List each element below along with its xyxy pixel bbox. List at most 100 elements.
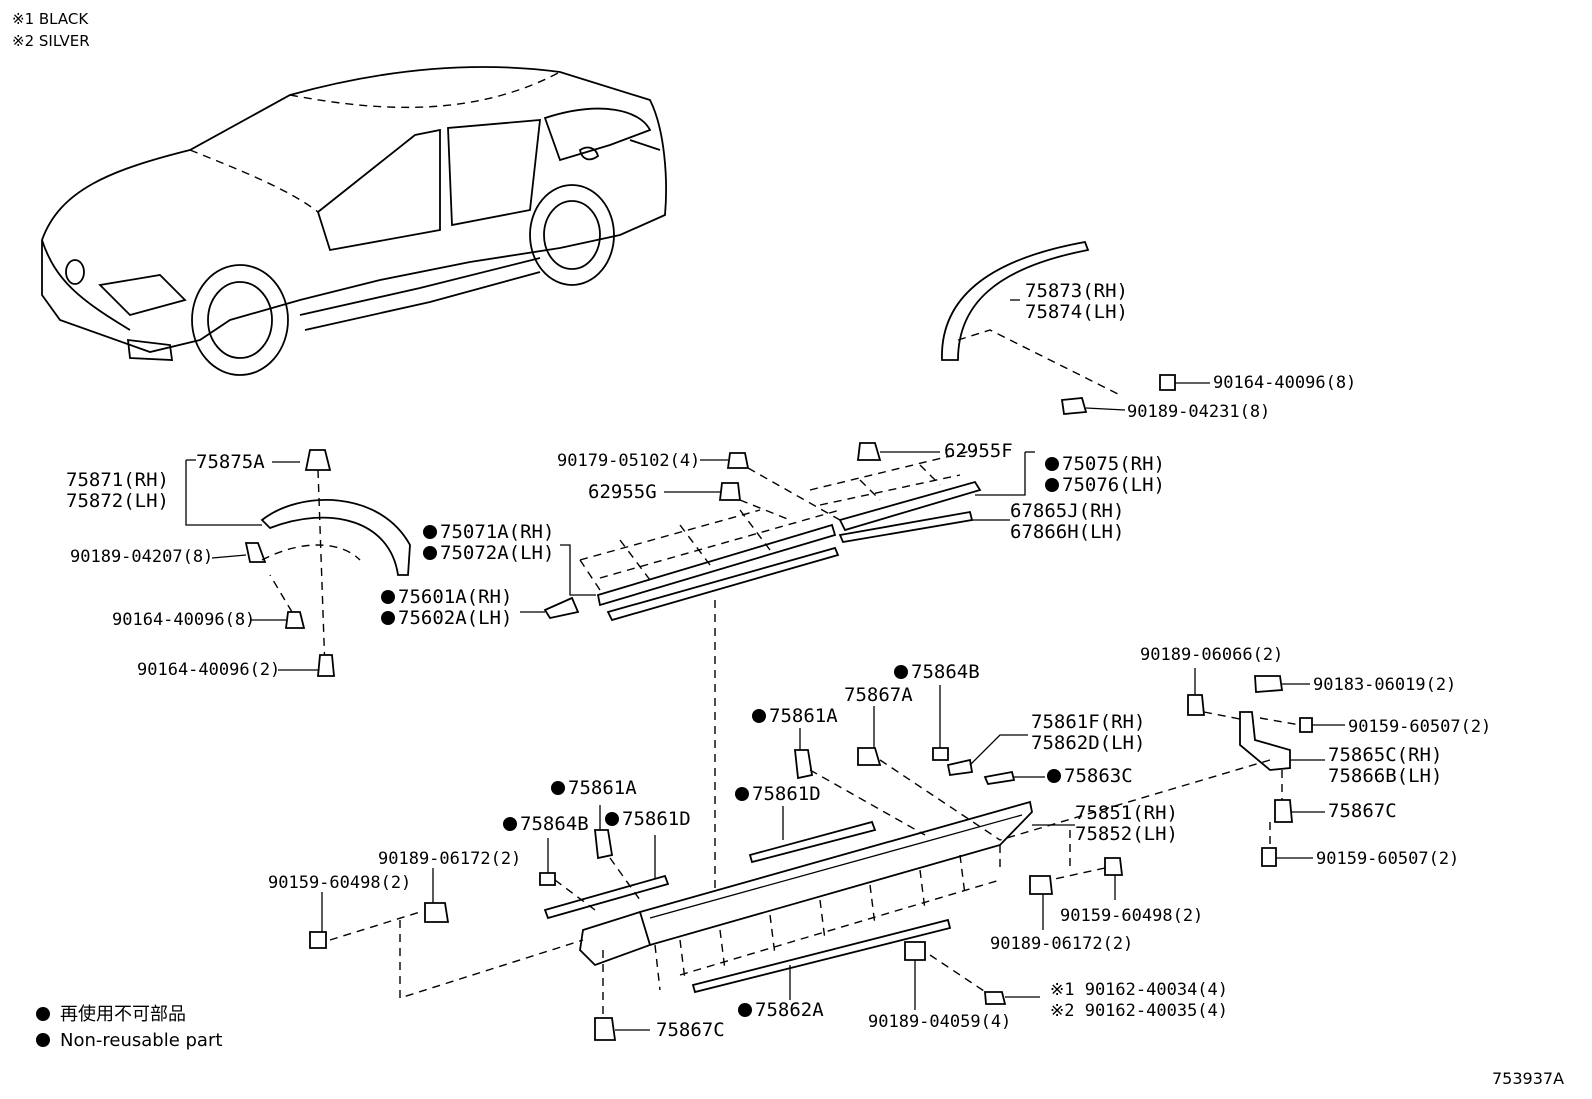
legend-dot [36, 1033, 50, 1047]
non-reusable-dot [1047, 769, 1061, 783]
label-75601a: 75601A(RH) [381, 587, 512, 608]
label-75076: 75076(LH) [1045, 475, 1165, 496]
label-75861a-left-text: 75861A [568, 777, 637, 799]
label-90189-04059: 90189-04059(4) [868, 1012, 1012, 1032]
label-75602a: 75602A(LH) [381, 608, 512, 629]
legend-jp-text: 再使用不可部品 [60, 1004, 186, 1025]
label-90159-60498-left: 90159-60498(2) [268, 873, 412, 893]
clip-90189-04207 [244, 542, 267, 563]
non-reusable-dot [752, 709, 766, 723]
clip-62955f [856, 442, 882, 461]
legend-item-en: Non-reusable part [36, 1030, 222, 1052]
clip-90189-06066 [1187, 694, 1205, 716]
clip-75867c-right [1274, 799, 1293, 823]
non-reusable-dot [381, 590, 395, 604]
label-75862a: 75862A [738, 1000, 824, 1021]
label-75861d-left-text: 75861D [622, 808, 691, 830]
molding-75861d-left [543, 874, 670, 920]
label-90162-40035: ※2 90162-40035(4) [1050, 1001, 1229, 1021]
clip-62955g [718, 482, 742, 501]
screw-90164-top [1159, 374, 1176, 391]
label-90189-06066: 90189-06066(2) [1140, 645, 1284, 665]
clip-75863c [983, 770, 1016, 785]
label-75601a-text: 75601A(RH) [398, 586, 513, 608]
non-reusable-dot [605, 812, 619, 826]
label-90189-06172-left: 90189-06172(2) [378, 849, 522, 869]
label-75871: 75871(RH) [66, 469, 169, 491]
bolt-90159-60498-left [309, 931, 327, 949]
label-75862a-text: 75862A [755, 999, 824, 1021]
upper-molding-rear [838, 480, 982, 544]
label-75861a-top-text: 75861A [769, 705, 838, 727]
label-90189-06172-right: 90189-06172(2) [990, 934, 1134, 954]
label-75071a-text: 75071A(RH) [440, 521, 555, 543]
bracket-75865c [1239, 711, 1291, 771]
clip-90189-06172-right [1029, 875, 1054, 895]
non-reusable-dot [894, 665, 908, 679]
clip-75867a [857, 747, 882, 766]
label-75863c: 75863C [1047, 766, 1133, 787]
label-75872: 75872(LH) [66, 490, 169, 512]
bolt-90159-60507-a [1299, 717, 1313, 733]
non-reusable-dot [738, 1003, 752, 1017]
label-67865j: 67865J(RH) [1010, 500, 1125, 522]
label-90159-60507-b: 90159-60507(2) [1316, 849, 1460, 869]
note-silver: ※2 SILVER [12, 32, 90, 50]
nut-90183 [1254, 675, 1284, 693]
label-75071a: 75071A(RH) [423, 522, 554, 543]
label-75864b-left: 75864B [503, 814, 589, 835]
non-reusable-dot [423, 546, 437, 560]
clip-90189-04231 [1060, 397, 1088, 415]
label-90189-04207: 90189-04207(8) [70, 547, 214, 567]
clip-75867c-bottom [594, 1017, 617, 1041]
label-90162-40034: ※1 90162-40034(4) [1050, 980, 1229, 1000]
legend-item-jp: 再使用不可部品 [36, 1004, 186, 1026]
label-90183-06019: 90183-06019(2) [1313, 675, 1457, 695]
clip-90179 [726, 452, 750, 469]
label-90159-60507-a: 90159-60507(2) [1348, 717, 1492, 737]
car-illustration [41, 66, 667, 376]
label-75861d-left: 75861D [605, 809, 691, 830]
non-reusable-dot [503, 817, 517, 831]
non-reusable-dot [423, 525, 437, 539]
label-75864b-left-text: 75864B [520, 813, 589, 835]
legend-dot [36, 1007, 50, 1021]
label-75861d-mid-text: 75861D [752, 783, 821, 805]
label-75861a-left: 75861A [551, 778, 637, 799]
label-75602a-text: 75602A(LH) [398, 607, 513, 629]
label-75852: 75852(LH) [1075, 823, 1178, 845]
label-75875a: 75875A [196, 451, 265, 473]
label-75867c-bottom: 75867C [656, 1019, 725, 1041]
non-reusable-dot [735, 787, 749, 801]
legend-en-text: Non-reusable part [60, 1030, 223, 1051]
label-67866h: 67866H(LH) [1010, 521, 1125, 543]
non-reusable-dot [1045, 478, 1059, 492]
screw-90164-2 [317, 654, 335, 677]
front-arch-molding [260, 499, 411, 576]
clip-75861f [946, 758, 974, 777]
label-75851: 75851(RH) [1075, 802, 1178, 824]
bolt-90159-60498-right [1104, 857, 1124, 876]
label-75863c-text: 75863C [1064, 765, 1133, 787]
non-reusable-dot [381, 611, 395, 625]
label-75076-text: 75076(LH) [1062, 474, 1165, 496]
label-75867c-right: 75867C [1328, 800, 1397, 822]
diagram-id: 753937A [1492, 1069, 1565, 1088]
label-90189-04231: 90189-04231(8) [1127, 402, 1271, 422]
note-black: ※1 BLACK [12, 10, 89, 28]
label-75075-text: 75075(RH) [1062, 453, 1165, 475]
label-90179-05102: 90179-05102(4) [557, 451, 701, 471]
upper-molding-front [596, 523, 840, 622]
non-reusable-dot [1045, 457, 1059, 471]
label-75861d-mid: 75861D [735, 784, 821, 805]
label-75873: 75873(RH) [1025, 280, 1128, 302]
label-90164-40096-8-left: 90164-40096(8) [112, 610, 256, 630]
label-75874: 75874(LH) [1025, 301, 1128, 323]
screw-90164-left [284, 611, 306, 629]
label-75072a-text: 75072A(LH) [440, 542, 555, 564]
screw-90162 [984, 991, 1007, 1005]
label-90164-40096-2: 90164-40096(2) [137, 660, 281, 680]
rear-arch-molding [941, 240, 1090, 361]
